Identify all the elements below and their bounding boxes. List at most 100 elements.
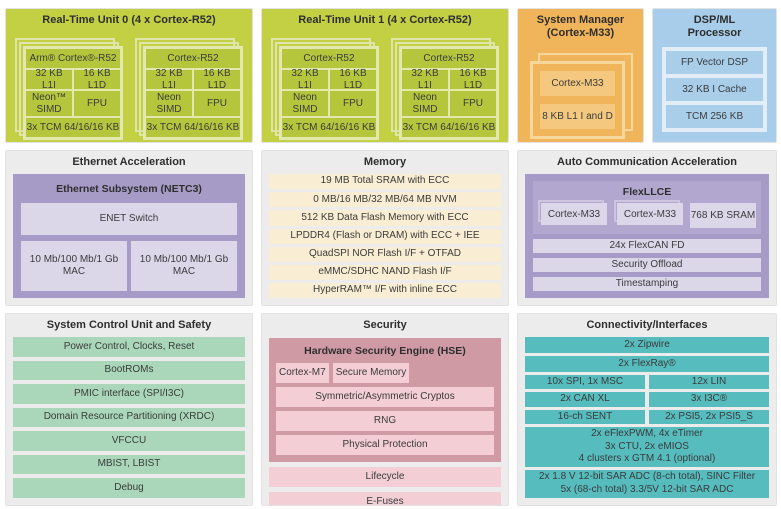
l1d-cache: 16 KB L1D: [450, 68, 496, 91]
rtu1-core-card-1: Cortex-R52 32 KB L1I 16 KB L1D Neon SIMD…: [391, 38, 499, 141]
mac-1: 10 Mb/100 Mb/1 Gb MAC: [21, 240, 127, 291]
neon-simd: Neon SIMD: [402, 91, 448, 117]
netc3-title: Ethernet Subsystem (NETC3): [56, 183, 202, 196]
cortex-r52-card: Cortex-R52 32 KB L1I 16 KB L1D Neon SIMD…: [279, 46, 379, 141]
timestamping-row: Timestamping: [533, 277, 761, 291]
fp-vector-dsp: FP Vector DSP: [666, 51, 763, 75]
cortex-m33: Cortex-M33: [617, 203, 683, 226]
l1i-cache: 32 KB L1I: [402, 68, 448, 91]
secure-memory: Secure Memory: [332, 363, 410, 384]
memory-row: 19 MB Total SRAM with ECC: [269, 174, 501, 190]
connectivity-pair: 2x CAN XL 3x I3C®: [525, 392, 769, 407]
llce-m33-stack-0: Cortex-M33: [538, 200, 607, 226]
flexcan-row: 24x FlexCAN FD: [533, 239, 761, 254]
cortex-m7: Cortex-M7: [276, 363, 329, 384]
block-memory: Memory 19 MB Total SRAM with ECC 0 MB/16…: [261, 150, 509, 306]
adc-line: 2x 1.8 V 12-bit SAR ADC (8-ch total), SI…: [538, 471, 756, 483]
scu-row: MBIST, LBIST: [13, 454, 245, 475]
cryptos-row: Symmetric/Asymmetric Cryptos: [276, 387, 494, 408]
l1-cache: 8 KB L1 I and D: [540, 104, 615, 130]
tcm: 3x TCM 64/16/16 KB: [282, 118, 376, 138]
hse-pair: Cortex-M7 Secure Memory: [276, 363, 494, 384]
adc-line: 5x (68-ch total) 3.3/5V 12-bit SAR ADC: [560, 483, 734, 495]
timers-line: 3x CTU, 2x eMIOS: [605, 440, 689, 452]
cortex-m33: Cortex-M33: [540, 71, 615, 97]
auto-comm-title: Auto Communication Acceleration: [557, 156, 737, 168]
neon-simd: Neon SIMD: [146, 91, 192, 117]
block-rtu0: Real-Time Unit 0 (4 x Cortex-R52) Arm® C…: [5, 8, 253, 143]
lin-cell: 12x LIN: [649, 374, 769, 390]
memory-row: 512 KB Data Flash Memory with ECC: [269, 210, 501, 226]
core-name: Cortex-R52: [402, 49, 496, 69]
scu-title: System Control Unit and Safety: [46, 319, 212, 331]
efuses-row: E-Fuses: [269, 492, 501, 505]
i-cache: 32 KB I Cache: [666, 78, 763, 102]
cortex-r52-card: Cortex-R52 32 KB L1I 16 KB L1D Neon SIMD…: [143, 46, 243, 141]
mac-pair: 10 Mb/100 Mb/1 Gb MAC 10 Mb/100 Mb/1 Gb …: [21, 240, 237, 291]
security-title: Security: [363, 319, 407, 331]
tcm: 3x TCM 64/16/16 KB: [26, 118, 120, 138]
security-offload-row: Security Offload: [533, 258, 761, 273]
l1i-cache: 32 KB L1I: [26, 68, 72, 91]
rng-row: RNG: [276, 411, 494, 432]
memory-title: Memory: [363, 156, 407, 168]
rtu1-core-card-0: Cortex-R52 32 KB L1I 16 KB L1D Neon SIMD…: [271, 38, 379, 141]
dsp-title: DSP/ML Processor: [687, 14, 742, 40]
hse-title: Hardware Security Engine (HSE): [304, 345, 466, 358]
ethernet-title: Ethernet Acceleration: [72, 156, 186, 168]
fpu: FPU: [74, 91, 120, 117]
tcm: 3x TCM 64/16/16 KB: [402, 118, 496, 138]
l1d-cache: 16 KB L1D: [194, 68, 240, 91]
system-manager-title: System Manager (Cortex-M33): [536, 14, 625, 40]
block-ethernet-acceleration: Ethernet Acceleration Ethernet Subsystem…: [5, 150, 253, 306]
l1i-cache: 32 KB L1I: [146, 68, 192, 91]
spi-msc-cell: 10x SPI, 1x MSC: [525, 374, 645, 390]
dsp-body: FP Vector DSP 32 KB I Cache TCM 256 KB: [653, 43, 776, 142]
flexllce-title: FlexLLCE: [622, 186, 672, 199]
block-security: Security Hardware Security Engine (HSE) …: [261, 313, 509, 506]
dsp-card: FP Vector DSP 32 KB I Cache TCM 256 KB: [662, 47, 767, 132]
memory-row: LPDDR4 (Flash or DRAM) with ECC + IEE: [269, 228, 501, 244]
core-name: Cortex-R52: [146, 49, 240, 69]
psi5-cell: 2x PSI5, 2x PSI5_S: [649, 409, 769, 425]
llce-m33-stack-1: Cortex-M33: [614, 200, 683, 226]
scu-row: Power Control, Clocks, Reset: [13, 337, 245, 357]
block-system-manager: System Manager (Cortex-M33) Cortex-M33 8…: [517, 8, 644, 143]
cortex-m33: Cortex-M33: [541, 203, 607, 226]
rtu0-title: Real-Time Unit 0 (4 x Cortex-R52): [42, 14, 216, 26]
m33-card-stack: Cortex-M33 8 KB L1 I and D: [530, 53, 633, 140]
adc-row: 2x 1.8 V 12-bit SAR ADC (8-ch total), SI…: [525, 469, 769, 498]
ethernet-subsystem: Ethernet Subsystem (NETC3) ENET Switch 1…: [13, 174, 245, 298]
top-right-pair: System Manager (Cortex-M33) Cortex-M33 8…: [517, 8, 777, 143]
scu-row: Debug: [13, 478, 245, 499]
canxl-cell: 2x CAN XL: [525, 392, 645, 407]
block-dsp-ml: DSP/ML Processor FP Vector DSP 32 KB I C…: [652, 8, 777, 143]
i3c-cell: 3x I3C®: [649, 392, 769, 407]
fpu: FPU: [194, 91, 240, 117]
neon-simd: Neon™ SIMD: [26, 91, 72, 117]
connectivity-pair: 10x SPI, 1x MSC 12x LIN: [525, 374, 769, 390]
rtu0-cores: Arm® Cortex®-R52 32 KB L1I 16 KB L1D Neo…: [6, 30, 252, 142]
block-rtu1: Real-Time Unit 1 (4 x Cortex-R52) Cortex…: [261, 8, 509, 143]
flexray-row: 2x FlexRay®: [525, 355, 769, 372]
rtu1-title: Real-Time Unit 1 (4 x Cortex-R52): [298, 14, 472, 26]
tcm: 3x TCM 64/16/16 KB: [146, 118, 240, 138]
connectivity-rows: 2x Zipwire 2x FlexRay® 10x SPI, 1x MSC 1…: [518, 335, 776, 505]
flexllce-panel: FlexLLCE Cortex-M33 Cortex-M33 768 KB SR…: [533, 181, 761, 235]
memory-row: HyperRAM™ I/F with inline ECC: [269, 282, 501, 298]
l1d-cache: 16 KB L1D: [330, 68, 376, 91]
timers-row: 2x eFlexPWM, 4x eTimer 3x CTU, 2x eMIOS …: [525, 427, 769, 467]
scu-row: PMIC interface (SPI/I3C): [13, 384, 245, 404]
scu-rows: Power Control, Clocks, Reset BootROMs PM…: [6, 335, 252, 505]
timers-line: 2x eFlexPWM, 4x eTimer: [591, 428, 703, 440]
zipwire-row: 2x Zipwire: [525, 337, 769, 353]
cortex-m33-card: Cortex-M33 8 KB L1 I and D: [530, 61, 625, 140]
flexllce-container: FlexLLCE Cortex-M33 Cortex-M33 768 KB SR…: [525, 174, 769, 298]
rtu1-cores: Cortex-R52 32 KB L1I 16 KB L1D Neon SIMD…: [262, 30, 508, 142]
l1i-cache: 32 KB L1I: [282, 68, 328, 91]
scu-row: VFCCU: [13, 431, 245, 451]
tcm: TCM 256 KB: [666, 105, 763, 128]
rtu0-core-card-0: Arm® Cortex®-R52 32 KB L1I 16 KB L1D Neo…: [15, 38, 123, 141]
timers-line: 4 clusters x GTM 4.1 (optional): [578, 453, 716, 465]
